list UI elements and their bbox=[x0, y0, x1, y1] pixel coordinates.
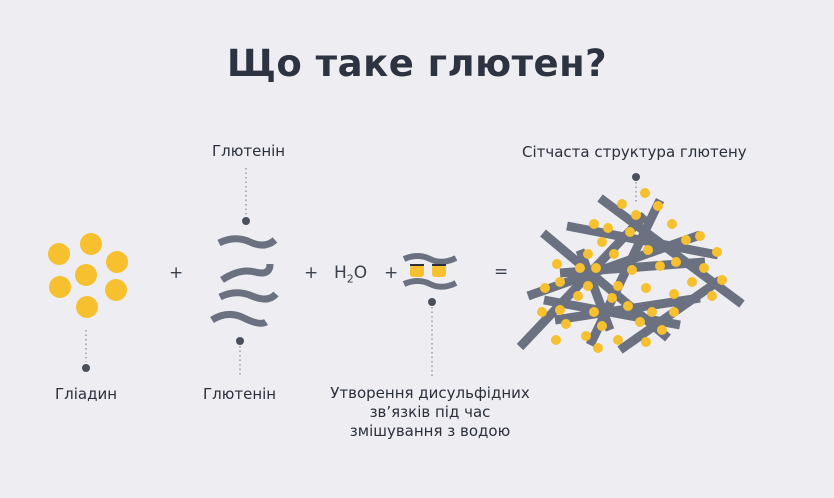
glutenin-pointer-top-dot bbox=[242, 217, 250, 225]
disulfide-pointer-dot bbox=[428, 298, 436, 306]
glutenin-pointer-bottom-dot bbox=[236, 337, 244, 345]
gluten-network-strands bbox=[516, 194, 745, 354]
gliadin-ball bbox=[80, 233, 102, 255]
network-pointer-dot bbox=[632, 173, 640, 181]
glutenin-strand bbox=[217, 235, 278, 249]
gliadin-ball bbox=[48, 243, 70, 265]
water-o: O bbox=[353, 263, 368, 283]
disulfide-label: Утворення дисульфідних зв’язків під час … bbox=[330, 384, 530, 440]
gliadin-ball bbox=[106, 251, 128, 273]
water-h: H bbox=[334, 263, 347, 283]
page-title: Що таке глютен? bbox=[226, 42, 608, 85]
gluten-network-label: Сітчаста структура глютену bbox=[522, 143, 747, 161]
gliadin-ball bbox=[76, 296, 98, 318]
gliadin-ball bbox=[105, 279, 127, 301]
glutenin-strands bbox=[210, 235, 279, 327]
gliadin-molecules bbox=[48, 233, 128, 318]
glutenin-strand bbox=[218, 289, 279, 303]
gliadin-ball bbox=[75, 264, 97, 286]
gliadin-pointer-dot bbox=[82, 364, 90, 372]
plus-operator: + bbox=[304, 263, 319, 283]
disulfide-bond-icon bbox=[402, 253, 458, 290]
glutenin-label-top: Глютенін bbox=[212, 142, 286, 160]
glutenin-label-bottom: Глютенін bbox=[203, 385, 277, 403]
water-sub: 2 bbox=[346, 272, 354, 286]
gliadin-label: Гліадин bbox=[55, 385, 118, 403]
water-formula: H2O bbox=[334, 263, 367, 285]
equals-operator: = bbox=[494, 262, 509, 282]
plus-operator: + bbox=[169, 263, 184, 283]
glutenin-strand bbox=[220, 263, 274, 283]
glutenin-strand bbox=[210, 311, 268, 327]
gluten-network-gliadin bbox=[537, 188, 727, 353]
gliadin-ball bbox=[49, 276, 71, 298]
plus-operator: + bbox=[384, 263, 399, 283]
